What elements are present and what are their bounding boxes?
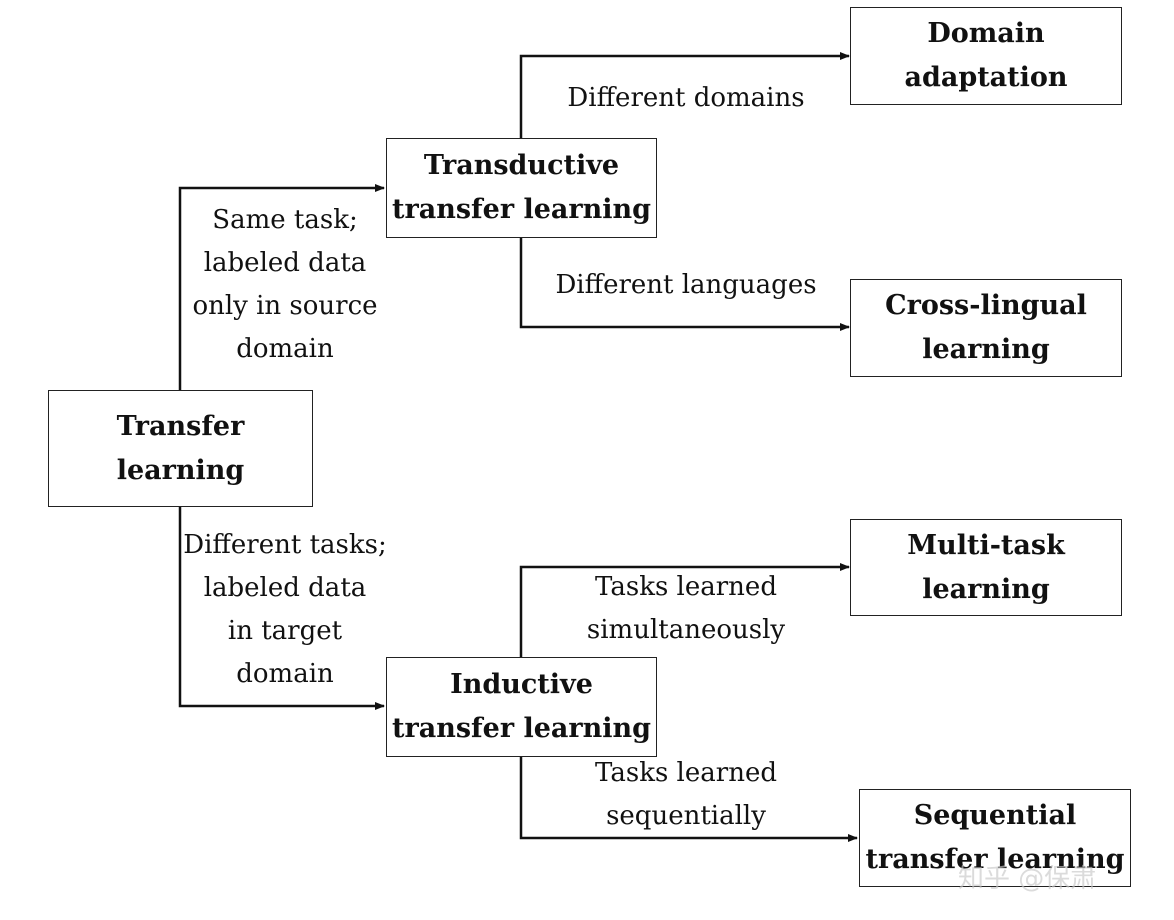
edge-label-to-sequential-line-1: Tasks learned [595,758,777,788]
node-transfer-learning-line-2: learning [116,454,245,486]
edge-label-to-inductive-line-1: Different tasks; [183,530,387,560]
node-domain-adaptation: Domain adaptation [850,7,1122,105]
node-inductive-transfer-learning: Inductive transfer learning [386,657,657,757]
node-domain-adaptation-line-2: adaptation [904,62,1068,93]
edge-label-to-cross-lingual: Different languages [555,264,816,307]
edge-label-to-inductive: Different tasks; labeled data in target … [183,524,386,696]
node-cross-lingual-line-1: Cross-lingual [885,290,1087,321]
node-inductive-line-2: transfer learning [392,713,651,744]
edge-label-to-cross-lingual-line-1: Different languages [555,270,817,300]
arrow-inductive-to-sequential [519,757,858,842]
edge-label-to-sequential: Tasks learned sequentially [595,752,777,838]
edge-label-to-inductive-line-3: in target [227,616,343,646]
node-transductive-line-1: Transductive [423,150,620,181]
edge-label-to-transductive-line-4: domain [236,334,334,364]
edge-label-to-domain-adaptation-line-1: Different domains [567,83,805,113]
arrow-transductive-to-cross-lingual [519,238,850,331]
node-multi-task-learning: Multi-task learning [850,519,1122,616]
edge-label-to-multi-task-line-1: Tasks learned [595,572,777,602]
edge-label-to-inductive-line-2: labeled data [203,573,367,603]
node-transductive-line-2: transfer learning [392,194,651,225]
edge-label-to-domain-adaptation: Different domains [567,77,804,120]
node-transfer-learning: Transfer learning [48,390,313,507]
node-inductive-line-1: Inductive [450,669,593,700]
node-transfer-learning-line-1: Transfer [116,410,245,442]
node-multi-task-line-2: learning [922,573,1050,605]
edge-label-to-sequential-line-2: sequentially [606,801,766,831]
arrow-transfer-to-transductive [178,184,385,390]
arrow-transfer-to-inductive [178,507,385,710]
node-sequential-line-1: Sequential [913,800,1077,831]
arrow-inductive-to-multi-task [519,563,850,657]
node-sequential-transfer-learning: Sequential transfer learning [859,789,1131,887]
edge-label-to-transductive-line-2: labeled data [203,248,367,278]
edge-label-to-transductive-line-1: Same task; [212,205,358,235]
watermark: 知乎 @保肃 [958,864,1097,894]
arrow-transductive-to-domain-adaptation [519,52,850,138]
node-domain-adaptation-line-1: Domain [927,18,1045,49]
edge-label-to-multi-task-line-2: simultaneously [586,615,786,645]
edge-label-to-transductive-line-3: only in source [192,291,378,321]
node-multi-task-line-1: Multi-task [907,529,1065,561]
edge-label-to-transductive: Same task; labeled data only in source d… [192,199,377,371]
edge-label-to-inductive-line-4: domain [236,659,334,689]
node-cross-lingual-line-2: learning [922,334,1050,365]
node-transductive-transfer-learning: Transductive transfer learning [386,138,657,238]
edge-label-to-multi-task: Tasks learned simultaneously [587,566,785,652]
node-sequential-line-2: transfer learning [865,844,1125,875]
node-cross-lingual-learning: Cross-lingual learning [850,279,1122,377]
